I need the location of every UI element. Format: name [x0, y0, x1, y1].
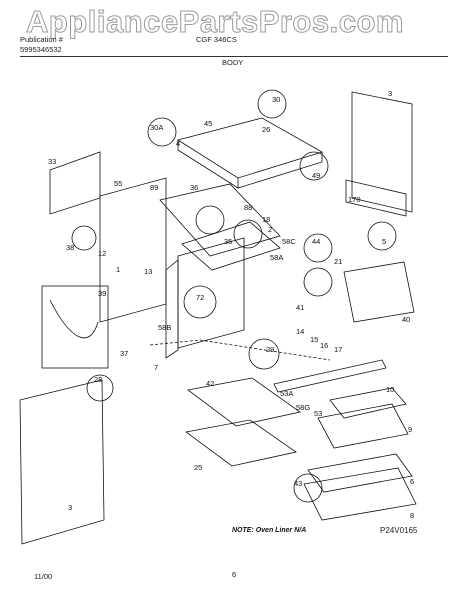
callout-6: 6: [410, 477, 414, 486]
callout-89: 89: [150, 183, 158, 192]
callout-53: 53: [314, 409, 322, 418]
heat-shield: [343, 261, 415, 323]
callout-3-door: 3: [68, 503, 72, 512]
inset-28: [86, 374, 114, 402]
inset-38: [71, 225, 97, 251]
callout-9: 9: [408, 425, 412, 434]
oven-floor-panel: [185, 419, 297, 467]
callout-58G: 58G: [296, 403, 310, 412]
footer-page-number: 6: [232, 570, 237, 579]
callout-4: 4: [176, 139, 180, 148]
callout-40: 40: [402, 315, 410, 324]
callout-35: 35: [224, 237, 232, 246]
trim-rail: [273, 359, 387, 393]
callout-58C: 58C: [282, 237, 296, 246]
callout-12: 12: [98, 249, 106, 258]
callout-21: 21: [334, 257, 342, 266]
callout-43: 43: [294, 479, 302, 488]
back-panel: [99, 177, 167, 323]
callout-38: 38: [66, 243, 74, 252]
callout-14: 14: [296, 327, 304, 336]
callout-41: 41: [296, 303, 304, 312]
callout-53A: 53A: [280, 389, 293, 398]
callout-28: 28: [94, 375, 102, 384]
inset-36: [195, 205, 225, 235]
inset-43: [293, 473, 323, 503]
callout-3: 3: [388, 89, 392, 98]
oven-door: [19, 379, 105, 545]
callout-26: 26: [262, 125, 270, 134]
inset-30: [257, 89, 287, 119]
callout-17: 17: [334, 345, 342, 354]
callout-33: 33: [48, 157, 56, 166]
broiler-pan: [317, 403, 409, 449]
callout-2: 2: [268, 225, 272, 234]
inset-18: [233, 219, 263, 249]
oven-bottom-panel: [187, 377, 301, 427]
callout-13: 13: [144, 267, 152, 276]
callout-8: 8: [410, 511, 414, 520]
callout-30A: 30A: [150, 123, 163, 132]
callout-58A: 58A: [270, 253, 283, 262]
body-front-frame: [177, 237, 245, 349]
inset-72: [183, 285, 217, 319]
callout-170: 170: [348, 195, 361, 204]
broiler-grid: [329, 387, 407, 419]
oven-rack: [307, 453, 413, 493]
callout-37: 37: [120, 349, 128, 358]
storage-drawer: [303, 467, 417, 521]
inset-30A: [147, 117, 177, 147]
callout-45: 45: [204, 119, 212, 128]
callout-39: 39: [98, 289, 106, 298]
side-panel-right: [351, 91, 413, 213]
inset-29: [248, 338, 280, 370]
callout-10: 10: [386, 385, 394, 394]
body-top-frame: [159, 183, 281, 257]
inset-44: [303, 233, 333, 263]
callout-18: 18: [262, 215, 270, 224]
oven-liner-note: NOTE: Oven Liner N/A: [232, 527, 307, 534]
callout-42: 42: [206, 379, 214, 388]
footer-date: 11/00: [34, 572, 53, 581]
callout-58B: 58B: [158, 323, 171, 332]
panel-bracket: [345, 179, 407, 217]
callout-25: 25: [194, 463, 202, 472]
callout-7: 7: [154, 363, 158, 372]
publication-label: Publication #: [20, 35, 63, 44]
section-title: BODY: [222, 58, 244, 67]
callout-44: 44: [312, 237, 320, 246]
inset-5: [367, 221, 397, 251]
inset-49: [299, 151, 329, 181]
callout-5: 5: [382, 237, 386, 246]
callout-88: 88: [244, 203, 252, 212]
callout-36: 36: [190, 183, 198, 192]
callout-16: 16: [320, 341, 328, 350]
callout-1: 1: [116, 265, 120, 274]
publication-number: 5995346532: [20, 45, 62, 54]
callout-15: 15: [310, 335, 318, 344]
callout-29: 29: [266, 345, 274, 354]
header-rule: [20, 56, 448, 57]
power-cord-inset: [41, 285, 109, 369]
inset-21: [303, 267, 333, 297]
rear-vent-panel: [49, 151, 101, 215]
callout-30: 30: [272, 95, 280, 104]
watermark-logo: AppliancePartsPros.com: [26, 4, 404, 40]
callout-49: 49: [312, 171, 320, 180]
figure-code: P24V0165: [380, 526, 418, 535]
model-number: CGF 346CS: [196, 35, 237, 44]
callout-55: 55: [114, 179, 122, 188]
callout-72: 72: [196, 293, 204, 302]
